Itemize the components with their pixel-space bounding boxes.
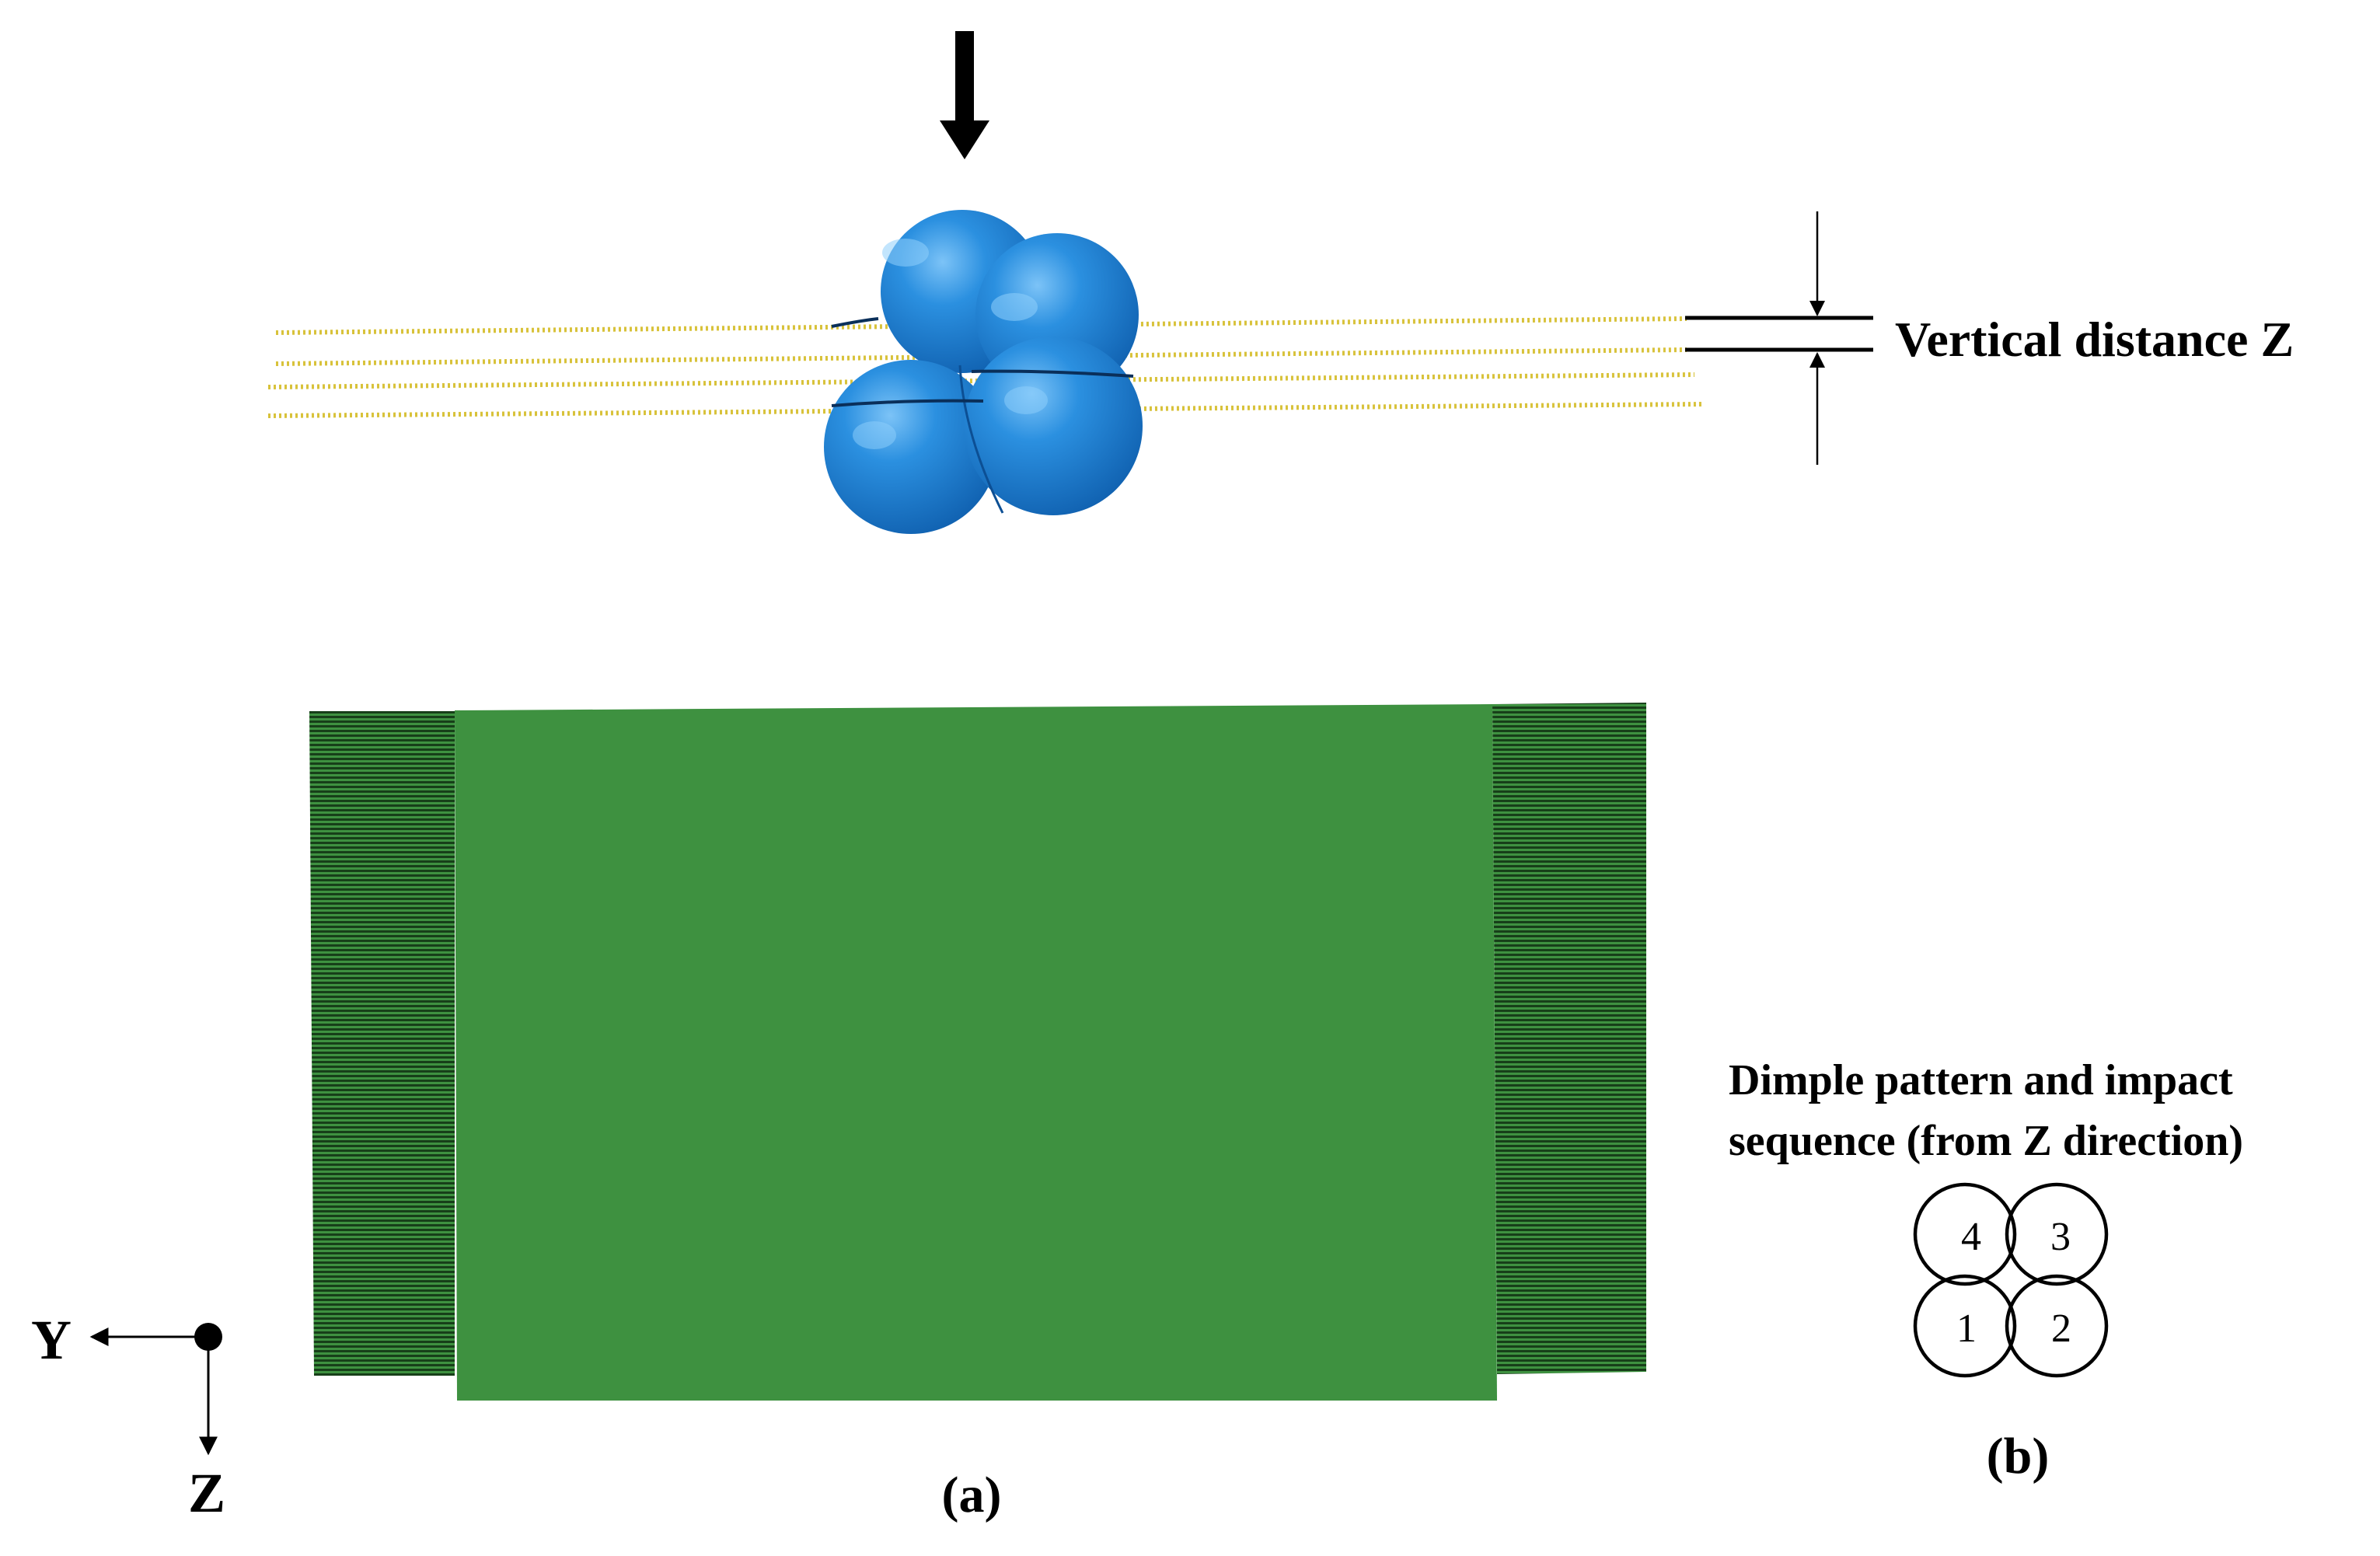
y-axis-label: Y xyxy=(31,1309,72,1371)
dimple-circle-4 xyxy=(1913,1182,2017,1286)
panel-b-title-line-2: sequence (from Z direction) xyxy=(1729,1117,2243,1165)
dimple-circle-1 xyxy=(1913,1274,2017,1378)
indenter-ball-2 xyxy=(964,337,1143,515)
trajectory-line-1 xyxy=(275,316,1687,335)
dimple-circle-3 xyxy=(2005,1182,2109,1286)
dimple-number-1: 1 xyxy=(1956,1307,1977,1351)
target-left-edge xyxy=(309,711,455,1376)
panel-b-label: (b) xyxy=(1987,1428,2050,1484)
dimple-number-4: 4 xyxy=(1961,1215,1981,1259)
indenter-cluster xyxy=(824,210,1143,534)
target-face xyxy=(455,704,1497,1401)
dimple-number-2: 2 xyxy=(2051,1307,2071,1351)
trajectory-line-2 xyxy=(275,347,1687,366)
panel-b: Dimple pattern and impact sequence (from… xyxy=(1729,1056,2243,1484)
impact-direction-arrow xyxy=(940,31,989,159)
dimple-pattern xyxy=(1913,1182,2109,1378)
vertical-distance-dimension xyxy=(1685,211,1873,465)
panel-b-title-line-1: Dimple pattern and impact xyxy=(1729,1056,2233,1104)
panel-a-label: (a) xyxy=(942,1467,1002,1523)
z-axis-label: Z xyxy=(188,1462,225,1524)
dimple-circle-2 xyxy=(2005,1274,2109,1378)
coordinate-axes xyxy=(89,1323,222,1456)
target-plate xyxy=(309,703,1646,1401)
vertical-distance-label: Vertical distance Z xyxy=(1895,312,2294,367)
panel-a: Vertical distance Z Y Z (a) xyxy=(31,31,2294,1524)
target-right-edge xyxy=(1492,703,1646,1374)
dimple-number-3: 3 xyxy=(2050,1215,2071,1259)
